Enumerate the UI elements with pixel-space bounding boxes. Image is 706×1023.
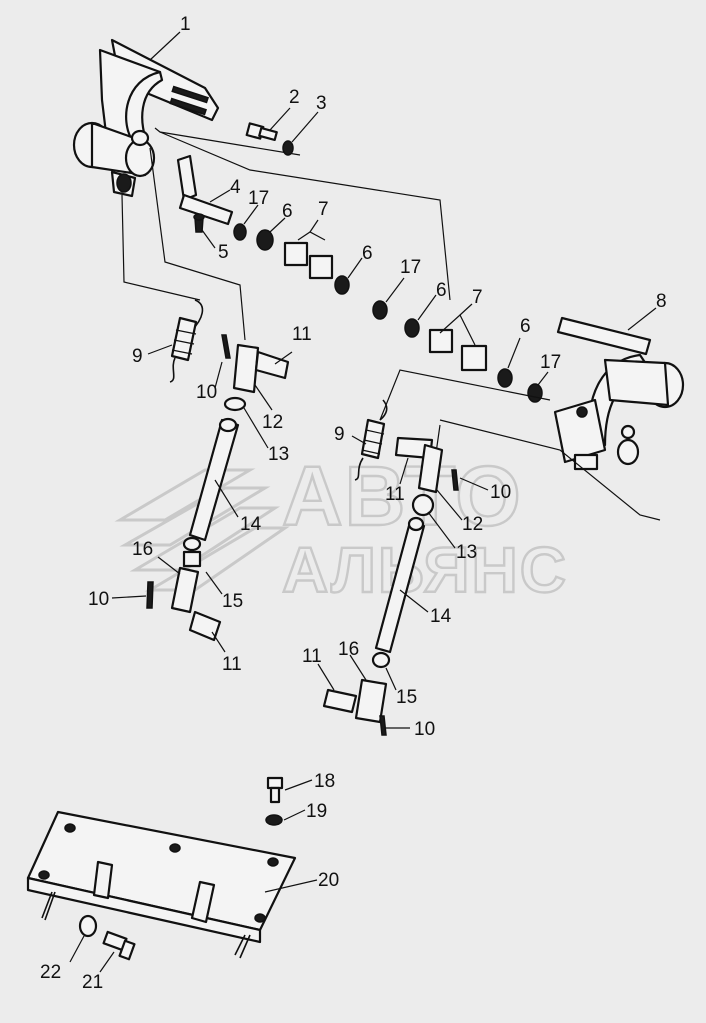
cotter-pin-10a bbox=[221, 334, 231, 359]
bushing-7b bbox=[308, 254, 334, 280]
callout-10b: 10 bbox=[88, 589, 109, 610]
pedal-bracket-left bbox=[72, 38, 220, 198]
plate-assembly bbox=[26, 776, 297, 961]
callout-13b: 13 bbox=[456, 542, 477, 563]
nut-15b bbox=[371, 651, 391, 669]
callout-14a: 14 bbox=[240, 514, 262, 535]
callout-11c: 11 bbox=[385, 484, 405, 505]
clevis-12b bbox=[417, 443, 444, 494]
washer-17b bbox=[372, 300, 388, 320]
washer-6a bbox=[256, 229, 274, 251]
callout-11d: 11 bbox=[302, 646, 322, 667]
nut-13b bbox=[411, 493, 435, 517]
callout-11a: 11 bbox=[292, 324, 312, 345]
washer-6b bbox=[334, 275, 350, 295]
bolt-2 bbox=[245, 122, 278, 142]
callout-2: 2 bbox=[289, 87, 300, 108]
callout-6c: 6 bbox=[436, 280, 447, 301]
callout-19: 19 bbox=[306, 801, 327, 822]
right-linkage bbox=[322, 399, 459, 736]
watermark: АВТО АЛЬЯНС bbox=[114, 448, 568, 607]
linkage-outline-upper-left bbox=[121, 127, 451, 341]
pedal-bracket-right bbox=[553, 316, 685, 471]
callout-13a: 13 bbox=[268, 444, 289, 465]
leader-lines bbox=[69, 31, 657, 973]
cotter-pin-10d bbox=[379, 715, 387, 736]
nut-15a bbox=[182, 550, 202, 568]
callout-11b: 11 bbox=[222, 654, 242, 675]
callout-14b: 14 bbox=[430, 606, 452, 627]
bushing-7d bbox=[460, 344, 488, 372]
callout-8: 8 bbox=[656, 291, 667, 312]
callout-12a: 12 bbox=[262, 412, 283, 433]
washer-3 bbox=[282, 140, 294, 156]
washer-19 bbox=[265, 814, 283, 826]
callout-17a: 17 bbox=[248, 188, 269, 209]
callout-15b: 15 bbox=[396, 687, 417, 708]
callout-22: 22 bbox=[40, 962, 61, 983]
callout-4: 4 bbox=[230, 177, 241, 198]
lever-arm-4 bbox=[176, 154, 234, 226]
callout-1: 1 bbox=[180, 14, 191, 35]
nut-13a bbox=[223, 396, 247, 412]
callout-10c: 10 bbox=[490, 482, 511, 503]
washer-6d bbox=[497, 368, 513, 388]
callout-17c: 17 bbox=[540, 352, 561, 373]
cotter-pin-10b bbox=[146, 581, 154, 609]
callout-20: 20 bbox=[318, 870, 339, 891]
clevis-16a bbox=[170, 566, 200, 614]
bushing-7a bbox=[283, 241, 309, 267]
callout-numbers: 1 2 3 4 5 17 6 7 6 17 6 7 8 6 17 9 11 10… bbox=[40, 14, 667, 993]
callout-12b: 12 bbox=[462, 514, 483, 535]
callout-17b: 17 bbox=[400, 257, 421, 278]
pin-11d bbox=[322, 688, 358, 714]
washer-17a bbox=[233, 223, 247, 241]
callout-16a: 16 bbox=[132, 539, 153, 560]
callout-9b: 9 bbox=[334, 424, 345, 445]
callout-5: 5 bbox=[218, 242, 229, 263]
callout-7a: 7 bbox=[318, 199, 329, 220]
callout-3: 3 bbox=[316, 93, 327, 114]
nut-22 bbox=[78, 914, 98, 938]
bolt-21 bbox=[102, 930, 136, 961]
watermark-line2: АЛЬЯНС bbox=[282, 534, 568, 606]
callout-6d: 6 bbox=[520, 316, 531, 337]
callout-6a: 6 bbox=[282, 201, 293, 222]
callout-9a: 9 bbox=[132, 346, 143, 367]
pin-11a bbox=[254, 350, 290, 380]
callout-6b: 6 bbox=[362, 243, 373, 264]
pin-11b bbox=[188, 610, 222, 642]
bolt-18 bbox=[266, 776, 284, 804]
watermark-line1: АВТО bbox=[282, 449, 523, 543]
washer-17c bbox=[527, 383, 543, 403]
bolt-5 bbox=[193, 213, 205, 233]
callout-15a: 15 bbox=[222, 591, 243, 612]
callout-10d: 10 bbox=[414, 719, 435, 740]
callout-18: 18 bbox=[314, 771, 335, 792]
clevis-12a bbox=[232, 343, 260, 394]
callout-7b: 7 bbox=[472, 287, 483, 308]
callout-10a: 10 bbox=[196, 382, 217, 403]
cotter-pin-10c bbox=[451, 469, 459, 491]
callout-16b: 16 bbox=[338, 639, 359, 660]
washer-6c bbox=[404, 318, 420, 338]
spring-9a bbox=[170, 316, 198, 362]
bushing-row bbox=[233, 223, 543, 403]
bushing-7c bbox=[428, 328, 454, 354]
callout-21: 21 bbox=[82, 972, 103, 993]
left-linkage bbox=[146, 299, 290, 642]
